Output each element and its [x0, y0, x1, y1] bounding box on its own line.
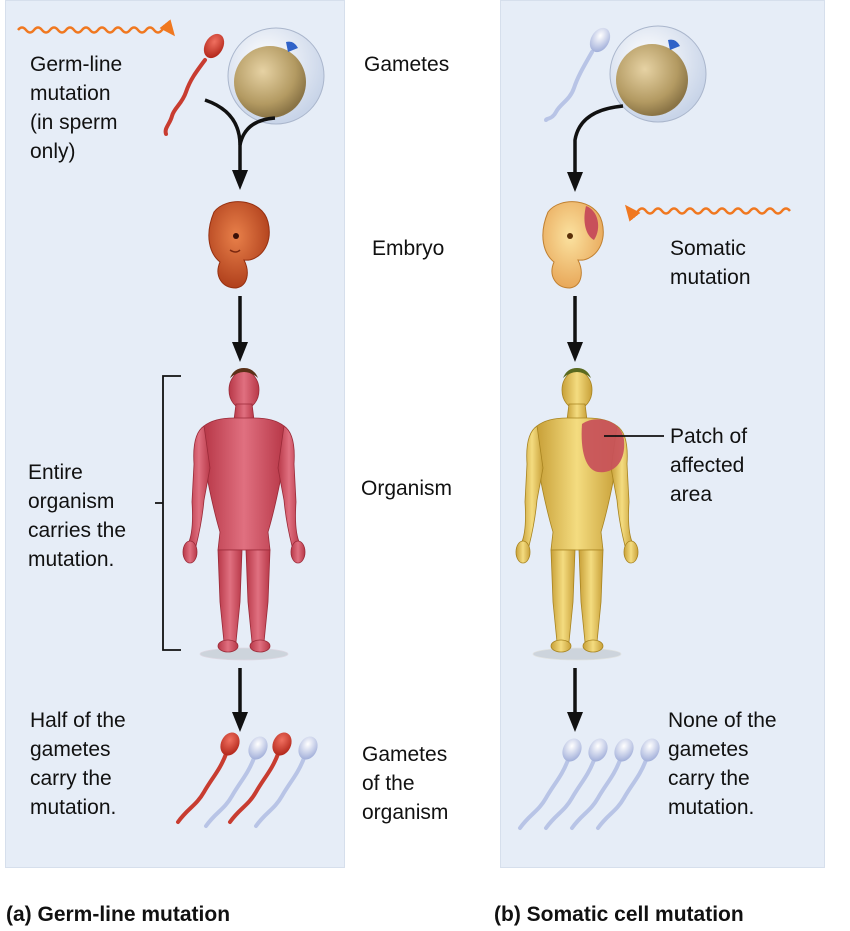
caption-a: (a) Germ-line mutation — [6, 903, 231, 926]
normal-sperm-icon — [254, 736, 318, 828]
fertilization-arrow-b — [567, 104, 624, 192]
somatic-embryo-icon — [542, 201, 604, 289]
somatic-mutation-label: Somatic mutation — [670, 237, 751, 289]
egg-cell-icon — [609, 25, 707, 123]
mutant-sperm-icon — [163, 33, 225, 136]
mutant-embryo-icon — [208, 201, 270, 289]
normal-sperm-icon — [596, 738, 660, 830]
somatic-organism-figure — [515, 368, 639, 661]
stage-gametes-label: Gametes — [364, 53, 450, 76]
germline-gametes-group — [176, 732, 318, 828]
germline-mutation-label: Germ-line mutation (in sperm only) — [30, 53, 123, 163]
normal-sperm-icon — [544, 27, 611, 122]
half-gametes-label: Half of the gametes carry the mutation. — [30, 709, 126, 819]
stage-embryo-label: Embryo — [372, 237, 445, 260]
entire-organism-label: Entire organism carries the mutation. — [28, 461, 127, 571]
affected-patch — [581, 419, 625, 473]
normal-sperm-icon — [518, 738, 582, 830]
somatic-mutagen-wave — [624, 204, 791, 222]
entire-organism-bracket — [155, 375, 181, 651]
germline-mutagen-wave — [17, 19, 176, 37]
none-gametes-label: None of the gametes carry the mutation. — [668, 709, 777, 819]
patch-affected-label: Patch of affected area — [670, 425, 748, 506]
caption-b: (b) Somatic cell mutation — [494, 903, 744, 926]
stage-organism-label: Organism — [361, 477, 453, 500]
fertilization-arrow — [204, 98, 248, 190]
normal-sperm-icon — [544, 738, 608, 830]
mutant-sperm-icon — [228, 732, 292, 824]
mutant-organism-figure — [182, 368, 306, 661]
mutant-sperm-icon — [176, 732, 240, 824]
stage-gametes-of-organism-label: Gametes of the organism — [362, 743, 449, 824]
normal-sperm-icon — [204, 736, 268, 828]
somatic-gametes-group — [518, 738, 660, 830]
egg-cell-icon — [227, 27, 325, 125]
normal-sperm-icon — [570, 738, 634, 830]
